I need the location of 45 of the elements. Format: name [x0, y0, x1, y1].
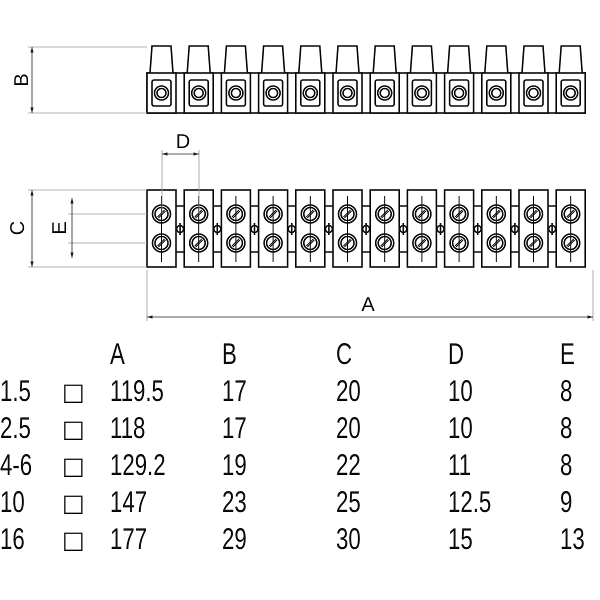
- square-symbol: □: [62, 380, 85, 404]
- dimension-value: 20: [336, 414, 361, 444]
- square-symbol: □: [62, 491, 85, 515]
- dimension-label: E: [50, 221, 70, 235]
- dimension-value: 177: [110, 525, 148, 555]
- column-header: D: [448, 340, 464, 370]
- dimension-value: 22: [336, 451, 361, 481]
- dimension-value: 10: [448, 414, 473, 444]
- dimension-value: 17: [222, 414, 247, 444]
- dimension-value: 9: [560, 488, 572, 518]
- dimension-value: 15: [448, 525, 473, 555]
- dimension-value: 129.2: [110, 451, 166, 481]
- dimension-value: 29: [222, 525, 247, 555]
- dimension-value: 11: [448, 451, 472, 481]
- dimension-value: 8: [560, 377, 572, 407]
- wire-size: 10: [0, 488, 25, 518]
- column-header: E: [560, 340, 575, 370]
- dimension-value: 13: [560, 525, 585, 555]
- dimension-value: 17: [222, 377, 247, 407]
- dimension-value: 8: [560, 451, 572, 481]
- dimension-value: 8: [560, 414, 572, 444]
- dimension-value: 19: [222, 451, 247, 481]
- column-header: C: [336, 340, 352, 370]
- wire-size: 4-6: [0, 451, 32, 481]
- square-symbol: □: [62, 454, 85, 478]
- square-symbol: □: [62, 417, 85, 441]
- wire-size: 1.5: [0, 377, 31, 407]
- dimension-value: 20: [336, 377, 361, 407]
- dimension-value: 23: [222, 488, 247, 518]
- wire-size: 2.5: [0, 414, 31, 444]
- square-symbol: □: [62, 528, 85, 552]
- dimension-value: 10: [448, 377, 473, 407]
- dimension-label: A: [361, 295, 375, 315]
- dimension-value: 12.5: [448, 488, 492, 518]
- dimension-value: 25: [336, 488, 361, 518]
- column-header: B: [222, 340, 237, 370]
- column-header: A: [110, 340, 125, 370]
- dimension-value: 147: [110, 488, 148, 518]
- wire-size: 16: [0, 525, 25, 555]
- dimension-value: 119.5: [110, 377, 164, 407]
- dimension-label: B: [12, 73, 32, 87]
- dimension-label: C: [8, 220, 28, 236]
- dimension-label: D: [176, 132, 190, 152]
- dimension-value: 118: [110, 414, 146, 444]
- dimension-value: 30: [336, 525, 361, 555]
